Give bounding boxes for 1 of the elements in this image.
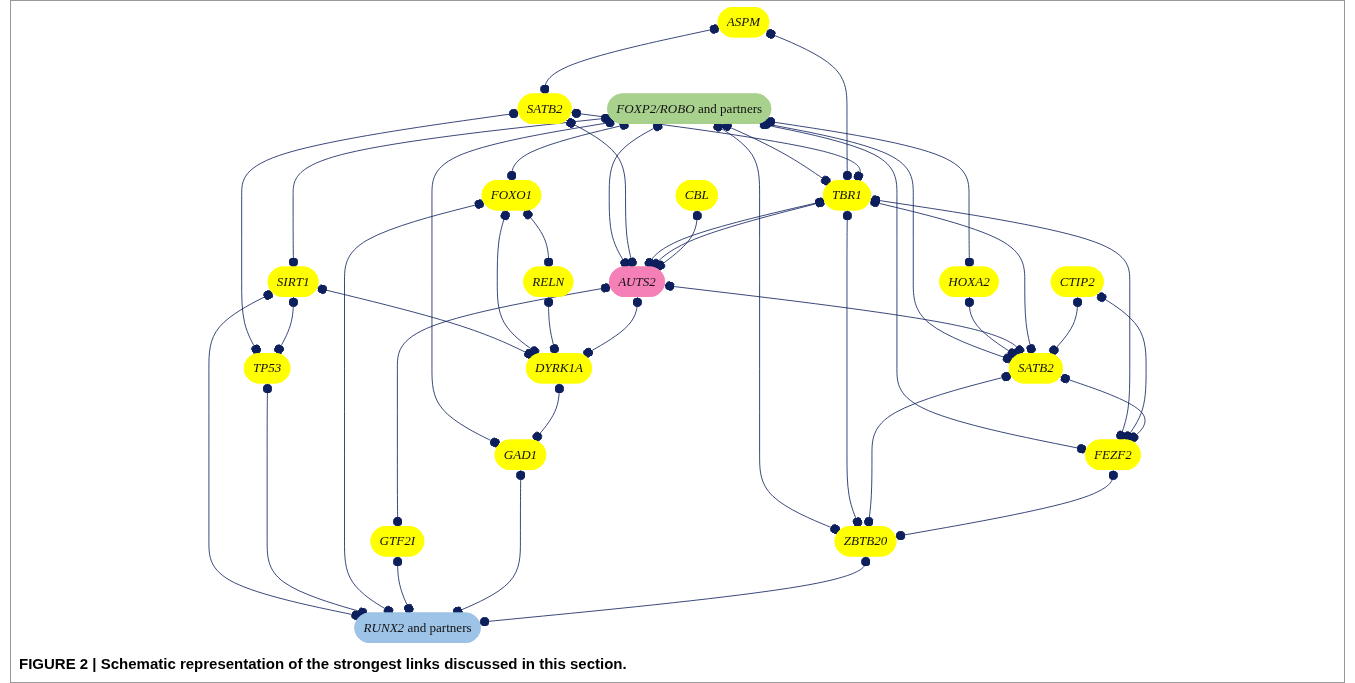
figure-caption: FIGURE 2 | Schematic representation of the strongest links discussed in this section. [10,649,1345,683]
